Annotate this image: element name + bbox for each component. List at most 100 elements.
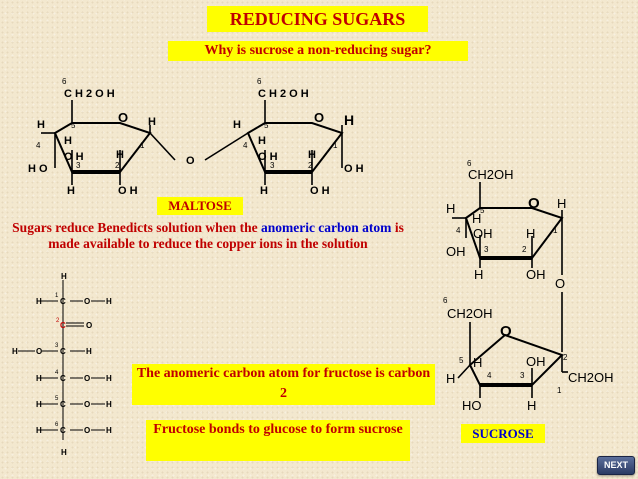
- fructose-bond-note: Fructose bonds to glucose to form sucros…: [146, 420, 410, 461]
- suc-g-h-c5: H: [472, 211, 481, 226]
- suc-f-h-below: H: [527, 398, 536, 413]
- fc-h5l: H: [36, 400, 42, 409]
- maltose-r1-c6: 6: [62, 77, 67, 86]
- fc-h1: H: [36, 297, 42, 306]
- maltose-r2-c1: 1: [333, 141, 338, 150]
- fc-o2: O: [86, 321, 92, 330]
- suc-g-oh-c4: OH: [473, 226, 493, 241]
- maltose-r2-oh-c3: O H: [258, 151, 278, 163]
- suc-f-h-left: H: [446, 371, 455, 386]
- suc-f-ch2oh-right: CH2OH: [568, 370, 614, 385]
- fc-c4: C: [60, 374, 66, 383]
- fc-n5: 5: [55, 396, 59, 402]
- maltose-r2-h-c2: H: [308, 149, 316, 161]
- suc-g-h-c1: H: [557, 196, 566, 211]
- reducing-text-part2: is made available to reduce the copper i…: [48, 220, 404, 252]
- maltose-r1-oh-below: O H: [118, 185, 138, 197]
- maltose-r1-h-c2: H: [116, 149, 124, 161]
- fc-h-top: H: [61, 272, 67, 281]
- sucrose-labels: 6 CH2OH 5 4 3 2 1 O H H OH OH H H H OH O…: [443, 159, 614, 413]
- maltose-r2-ch2oh: C H 2 O H: [258, 88, 309, 100]
- fc-c3: C: [60, 347, 66, 356]
- maltose-r2-h-below: H: [260, 185, 268, 197]
- slide-question: Why is sucrose a non-reducing sugar?: [168, 41, 468, 61]
- suc-f-c6: 6: [443, 296, 448, 305]
- suc-g-h-below: H: [474, 267, 483, 282]
- fc-h6l: H: [36, 426, 42, 435]
- slide-title: REDUCING SUGARS: [207, 6, 428, 32]
- maltose-r2-h-c1: H: [344, 112, 354, 128]
- maltose-r2-c5: 5: [264, 121, 269, 130]
- suc-g-c5: 5: [480, 206, 485, 215]
- suc-g-oh-below: OH: [526, 267, 546, 282]
- fc-c6: C: [60, 426, 66, 435]
- reducing-text-part1: Sugars reduce Benedicts solution when th…: [12, 220, 261, 235]
- maltose-r1-h-below: H: [67, 185, 75, 197]
- maltose-r1-ring-o: O: [118, 110, 128, 125]
- fc-h4l: H: [36, 374, 42, 383]
- maltose-r2-c4: 4: [243, 141, 248, 150]
- suc-g-ch2oh: CH2OH: [468, 167, 514, 182]
- maltose-r1-ho: H O: [28, 163, 48, 175]
- maltose-r2-c6: 6: [257, 77, 262, 86]
- fc-c2: C: [60, 321, 66, 330]
- fructose-chain-bonds: [18, 280, 105, 440]
- maltose-r1-c1: 1: [140, 141, 145, 150]
- maltose-r1-ch2oh: C H 2 O H: [64, 88, 115, 100]
- maltose-r1-h-c1: H: [148, 116, 156, 128]
- fc-n2: 2: [56, 318, 60, 324]
- suc-g-oh-c3: OH: [446, 244, 466, 259]
- maltose-labels: 6 C H 2 O H 5 4 3 2 1 O H H H O O H H H …: [28, 77, 364, 197]
- suc-f-ch2oh-top: CH2OH: [447, 306, 493, 321]
- fc-h3r: H: [86, 347, 92, 356]
- next-button[interactable]: NEXT: [597, 456, 635, 475]
- fc-h4r: H: [106, 374, 112, 383]
- suc-f-c2: 2: [563, 353, 568, 362]
- maltose-r1-c3: 3: [76, 161, 81, 170]
- reducing-explanation: Sugars reduce Benedicts solution when th…: [4, 220, 412, 252]
- fc-h3l: H: [12, 347, 18, 356]
- suc-f-c3: 3: [520, 371, 525, 380]
- suc-g-c4: 4: [456, 226, 461, 235]
- fc-o6: O: [84, 426, 90, 435]
- sucrose-label: SUCROSE: [461, 424, 545, 443]
- maltose-r2-h-c5: H: [258, 135, 266, 147]
- fc-o4: O: [84, 374, 90, 383]
- fc-c1: C: [60, 297, 66, 306]
- fc-o3: O: [36, 347, 42, 356]
- suc-g-c3: 3: [484, 245, 489, 254]
- suc-f-c4: 4: [487, 371, 492, 380]
- anomeric-carbon-note: The anomeric carbon atom for fructose is…: [132, 364, 435, 405]
- fc-o5: O: [84, 400, 90, 409]
- suc-g-h-c2: H: [526, 226, 535, 241]
- maltose-r1-c5: 5: [71, 121, 76, 130]
- sucrose-structure: [452, 182, 568, 398]
- anomeric-carbon-highlight: anomeric carbon atom: [260, 220, 392, 235]
- maltose-bridge-o: O: [186, 155, 195, 167]
- maltose-r1-oh-c3: O H: [64, 151, 84, 163]
- suc-g-c6: 6: [467, 159, 472, 168]
- suc-g-c1: 1: [553, 226, 558, 235]
- suc-f-ring-o: O: [500, 323, 512, 340]
- fc-h5r: H: [106, 400, 112, 409]
- suc-f-c5: 5: [459, 356, 464, 365]
- fc-c5: C: [60, 400, 66, 409]
- maltose-r2-c2: 2: [308, 161, 313, 170]
- fructose-chain-labels: H H C O H C O H O C H H C O H H C O H H …: [12, 272, 112, 457]
- fc-o1: O: [84, 297, 90, 306]
- maltose-structure: [41, 100, 344, 185]
- maltose-r2-ring-o: O: [314, 110, 324, 125]
- fc-n1: 1: [55, 293, 59, 299]
- suc-f-oh-c3: OH: [526, 354, 546, 369]
- suc-f-c1: 1: [557, 386, 562, 395]
- suc-g-c2: 2: [522, 245, 527, 254]
- suc-g-h-top-left: H: [446, 201, 455, 216]
- maltose-r1-c2: 2: [115, 161, 120, 170]
- fc-h-bottom: H: [61, 448, 67, 457]
- fc-n3: 3: [55, 343, 59, 349]
- fc-h6r: H: [106, 426, 112, 435]
- maltose-r1-h-c5: H: [64, 135, 72, 147]
- suc-bridge-o: O: [555, 276, 565, 291]
